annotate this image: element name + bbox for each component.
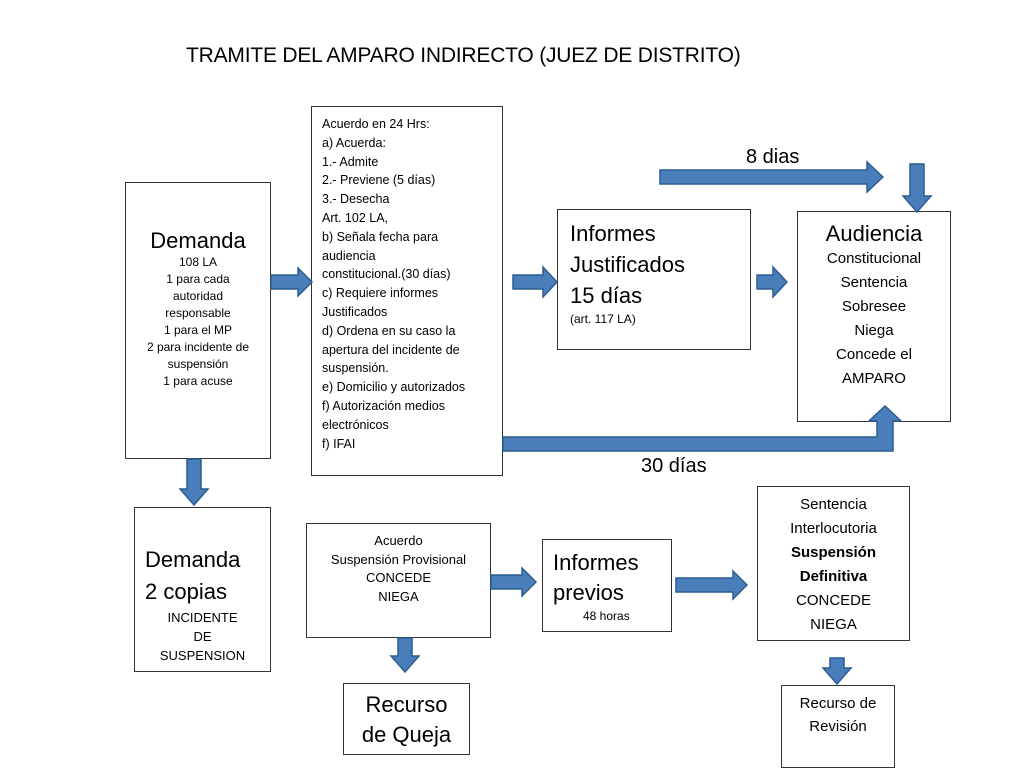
demanda-line: 2 para incidente de [146, 340, 250, 354]
demanda-line: 1 para el MP [163, 323, 233, 337]
acuerdo-line: constitucional.(30 días) [322, 267, 451, 282]
sentencia-line: Sentencia [800, 496, 867, 513]
sentencia-line-bold: Suspensión [790, 544, 876, 561]
demanda-line: 1 para acuse [163, 374, 233, 388]
arrow-down-icon [389, 637, 421, 674]
acuerdo-line: 3.- Desecha [322, 192, 390, 207]
informes-justificados-line: 15 días [570, 283, 643, 308]
arrow-right-icon [675, 569, 749, 601]
arrow-bent-up-icon [502, 404, 903, 452]
acuerdo-line: e) Domicilio y autorizados [322, 380, 466, 395]
demanda-line: suspensión [167, 357, 229, 371]
audiencia-lines: Constitucional Sentencia Sobresee Niega … [798, 247, 950, 391]
informes-justificados-lines: Informes Justificados 15 días [570, 218, 750, 311]
demanda-lines: 108 LA 1 para cada autoridad responsable… [126, 254, 270, 390]
arrow-right-icon [659, 160, 885, 194]
recurso-revision-lines: Recurso de Revisión [782, 692, 894, 738]
acuerdo-24hrs-lines: Acuerdo en 24 Hrs: a) Acuerda: 1.- Admit… [322, 115, 502, 453]
diagram-title: TRAMITE DEL AMPARO INDIRECTO (JUEZ DE DI… [186, 44, 741, 67]
audiencia-line: AMPARO [842, 370, 906, 387]
demanda-copias-line: Demanda [145, 547, 241, 572]
acuerdo-line: audiencia [322, 248, 376, 263]
acuerdo-line: f) Autorización medios [322, 398, 445, 413]
acuerdo-suspension-line: Suspensión Provisional [330, 551, 467, 567]
acuerdo-line: 1.- Admite [322, 154, 379, 169]
demanda-line: responsable [165, 306, 231, 320]
recurso-revision-line: Recurso de [799, 695, 877, 712]
sentencia-line: CONCEDE [795, 592, 871, 609]
arrow-right-icon [512, 265, 559, 299]
acuerdo-suspension-lines: Acuerdo Suspensión Provisional CONCEDE N… [307, 532, 490, 606]
acuerdo-line: f) IFAI [322, 436, 356, 451]
demanda-heading: Demanda [150, 228, 246, 253]
acuerdo-line: a) Acuerda: [322, 135, 386, 150]
acuerdo-line: 2.- Previene (5 días) [322, 173, 436, 188]
demanda-copias-box: Demanda 2 copias INCIDENTE DE SUSPENSION [134, 507, 271, 672]
audiencia-line: Sobresee [841, 298, 907, 315]
informes-justificados-line: Justificados [570, 252, 685, 277]
demanda-copias-line: 2 copias [145, 579, 227, 604]
demanda-copias-sub-line: INCIDENTE [167, 610, 238, 625]
recurso-queja-box: Recurso de Queja [343, 683, 470, 755]
informes-previos-line: previos [553, 580, 624, 605]
informes-previos-lines: Informes previos [553, 548, 671, 608]
acuerdo-line: Justificados [322, 304, 388, 319]
acuerdo-suspension-line: Acuerdo [374, 533, 423, 548]
recurso-queja-line: de Queja [361, 722, 452, 747]
arrow-down-icon [178, 458, 210, 507]
demanda-line: autoridad [172, 289, 224, 303]
arrow-down-icon [821, 657, 853, 686]
recurso-queja-line: Recurso [365, 692, 448, 717]
informes-justificados-box: Informes Justificados 15 días (art. 117 … [557, 209, 751, 350]
acuerdo-line: Art. 102 LA, [322, 210, 389, 225]
demanda-copias-sub-line: SUSPENSION [159, 648, 246, 663]
informes-previos-box: Informes previos 48 horas [542, 539, 672, 632]
audiencia-line: Concede el [836, 346, 912, 363]
demanda-box: Demanda 108 LA 1 para cada autoridad res… [125, 182, 271, 459]
acuerdo-line: c) Requiere informes [322, 286, 439, 301]
acuerdo-line: apertura del incidente de [322, 342, 460, 357]
acuerdo-suspension-box: Acuerdo Suspensión Provisional CONCEDE N… [306, 523, 491, 638]
informes-previos-line: Informes [553, 550, 639, 575]
arrow-right-icon [490, 566, 538, 598]
recurso-revision-box: Recurso de Revisión [781, 685, 895, 768]
acuerdo-line: electrónicos [322, 417, 389, 432]
audiencia-line: Niega [854, 322, 894, 339]
label-8-dias: 8 dias [746, 146, 800, 168]
audiencia-line: Sentencia [840, 274, 908, 291]
arrow-right-icon [270, 266, 314, 298]
acuerdo-line: suspensión. [322, 361, 389, 376]
sentencia-interlocutoria-box: Sentencia Interlocutoria Suspensión Defi… [757, 486, 910, 641]
arrow-down-icon [901, 163, 933, 214]
recurso-queja-lines: Recurso de Queja [344, 690, 469, 750]
audiencia-line: Constitucional [826, 250, 922, 267]
acuerdo-suspension-line: NIEGA [378, 588, 419, 604]
demanda-line: 108 LA [178, 255, 218, 269]
demanda-copias-sub: INCIDENTE DE SUSPENSION [135, 608, 270, 665]
informes-justificados-note: (art. 117 LA) [570, 312, 636, 326]
arrow-right-icon [756, 265, 789, 299]
sentencia-line: Interlocutoria [790, 520, 877, 537]
audiencia-heading: Audiencia [825, 221, 923, 246]
sentencia-interlocutoria-lines: Sentencia Interlocutoria Suspensión Defi… [758, 493, 909, 637]
sentencia-line-bold: Definitiva [799, 568, 868, 585]
acuerdo-suspension-line: CONCEDE [365, 570, 431, 585]
acuerdo-line: Acuerdo en 24 Hrs: [322, 117, 430, 131]
audiencia-box: Audiencia Constitucional Sentencia Sobre… [797, 211, 951, 422]
informes-justificados-line: Informes [570, 221, 656, 246]
acuerdo-24hrs-box: Acuerdo en 24 Hrs: a) Acuerda: 1.- Admit… [311, 106, 503, 476]
label-30-dias: 30 días [641, 455, 707, 477]
demanda-line: 1 para cada [166, 272, 230, 286]
informes-previos-note: 48 horas [583, 609, 630, 623]
acuerdo-line: d) Ordena en su caso la [322, 323, 456, 338]
acuerdo-line: b) Señala fecha para [322, 229, 439, 244]
sentencia-line: NIEGA [810, 616, 857, 633]
demanda-copias-sub-line: DE [193, 629, 212, 644]
recurso-revision-line: Revisión [809, 718, 867, 735]
demanda-copias-lines: Demanda 2 copias [145, 544, 270, 608]
